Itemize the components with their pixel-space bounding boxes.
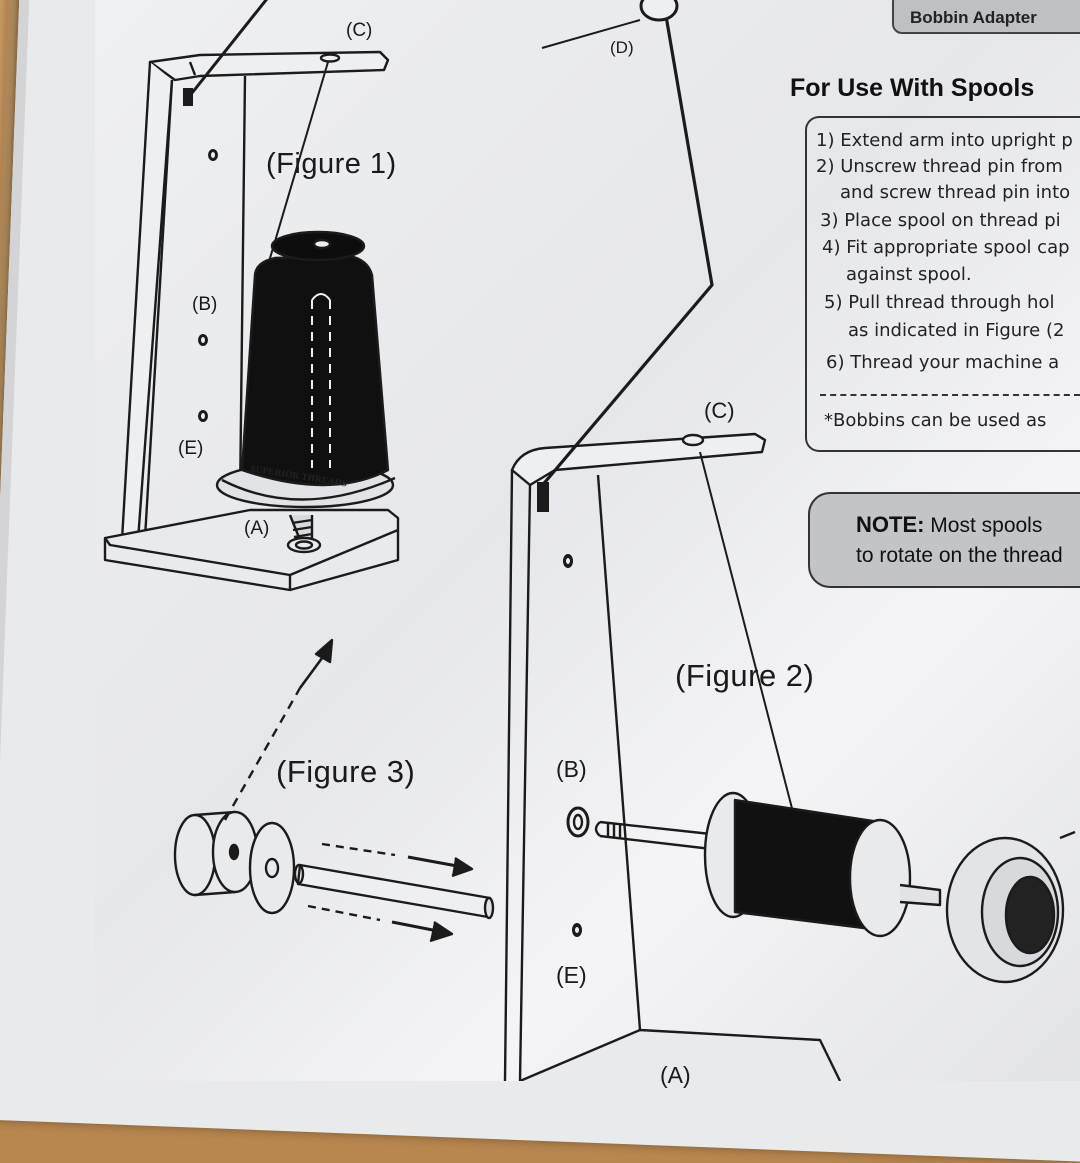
steps-footnote: *Bobbins can be used as xyxy=(824,410,1047,431)
step-line: as indicated in Figure (2 xyxy=(848,320,1065,341)
label-e-right: (E) xyxy=(556,962,587,988)
step-line: against spool. xyxy=(846,264,972,285)
figure2-thread-spool xyxy=(594,791,1076,984)
step-line: 4) Fit appropriate spool cap xyxy=(822,237,1070,258)
step-line: 2) Unscrew thread pin from xyxy=(816,156,1063,177)
label-a-right: (A) xyxy=(660,1062,691,1088)
note-text-2: to rotate on the thread xyxy=(856,544,1063,567)
figure2-caption: (Figure 2) xyxy=(675,658,815,693)
step-line: 5) Pull thread through hol xyxy=(824,292,1055,313)
note-line-1: NOTE: Most spools xyxy=(856,512,1042,538)
figure1-thread-spool xyxy=(215,230,396,554)
figure1-caption: (Figure 1) xyxy=(266,148,397,180)
figure1-stand xyxy=(103,50,400,592)
label-e-left: (E) xyxy=(178,438,204,459)
note-text-1: Most spools xyxy=(930,514,1043,537)
label-d-top: (D) xyxy=(610,38,634,57)
label-a-left: (A) xyxy=(244,518,270,539)
figure3-bobbin xyxy=(173,638,495,943)
step-line: 3) Place spool on thread pi xyxy=(820,210,1061,231)
note-label: NOTE: xyxy=(856,512,925,537)
step-line: 1) Extend arm into upright p xyxy=(816,130,1073,151)
label-c-top: (C) xyxy=(346,20,373,41)
instruction-steps-box xyxy=(805,116,1080,452)
figure3-caption: (Figure 3) xyxy=(276,754,416,789)
label-b-right: (B) xyxy=(556,756,587,782)
panel-heading: For Use With Spools xyxy=(790,74,1035,102)
steps-divider xyxy=(820,394,1080,396)
thread-stand-illustration xyxy=(103,0,1076,1081)
note-box: NOTE: Most spools to rotate on the threa… xyxy=(808,492,1080,588)
label-c-right: (C) xyxy=(704,398,735,423)
step-line: and screw thread pin into xyxy=(840,182,1071,203)
label-b-left: (B) xyxy=(192,294,218,315)
step-line: 6) Thread your machine a xyxy=(826,352,1060,373)
bobbin-adapter-tab: Bobbin Adapter xyxy=(892,0,1080,34)
bobbin-adapter-label: Bobbin Adapter xyxy=(910,8,1037,27)
